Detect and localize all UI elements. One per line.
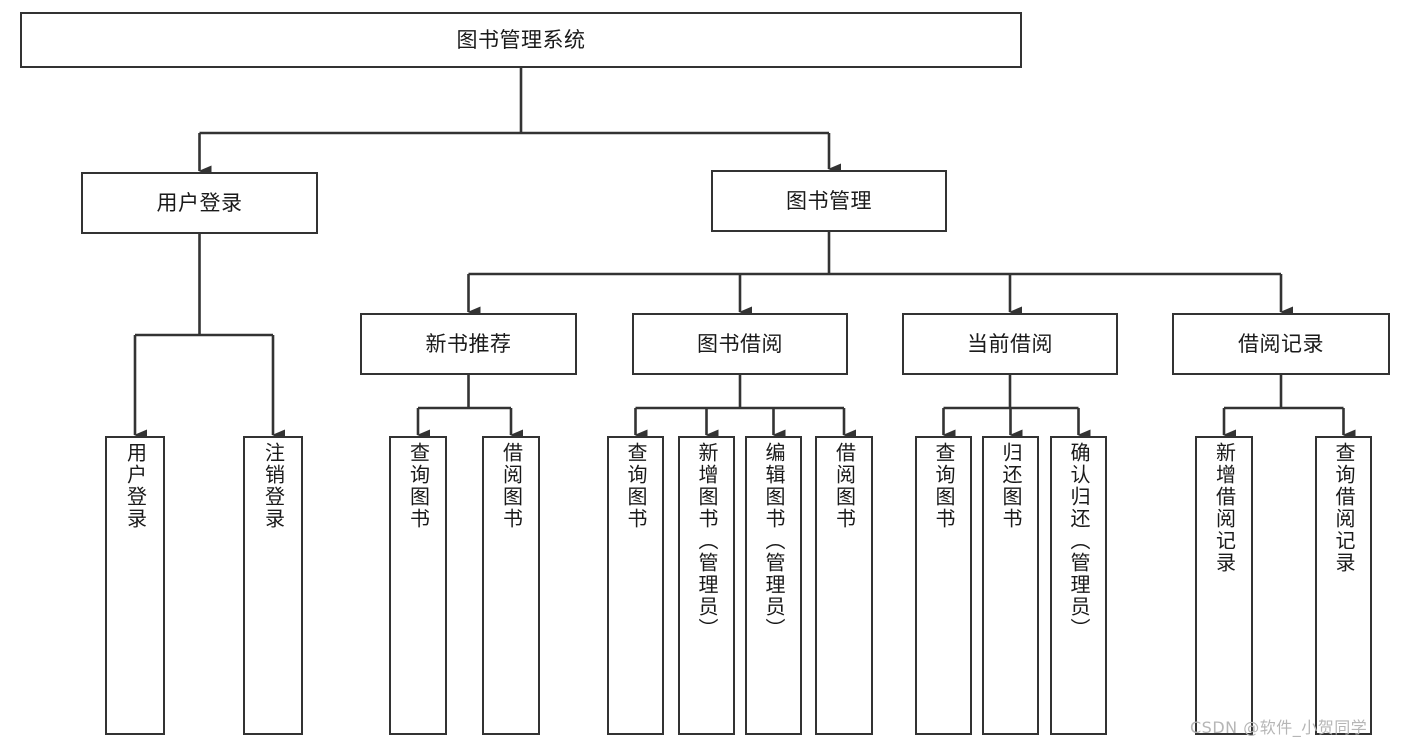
node-label-leaf-edit-book: 编辑图书（管理员） — [762, 442, 786, 640]
node-leaf-edit-book: 编辑图书（管理员） — [745, 436, 802, 735]
node-root: 图书管理系统 — [20, 12, 1022, 68]
node-label-current-borrow: 当前借阅 — [967, 331, 1053, 356]
node-current-borrow: 当前借阅 — [902, 313, 1118, 375]
node-new-book-recommend: 新书推荐 — [360, 313, 577, 375]
node-label-leaf-query-book-1: 查询图书 — [406, 442, 431, 530]
node-label-leaf-query-book-3: 查询图书 — [932, 442, 956, 530]
node-label-leaf-add-record: 新增借阅记录 — [1212, 442, 1237, 574]
node-label-leaf-borrow-book-1: 借阅图书 — [499, 442, 524, 530]
node-user-login: 用户登录 — [81, 172, 318, 234]
node-label-borrow-record: 借阅记录 — [1238, 331, 1324, 356]
node-leaf-query-book-3: 查询图书 — [915, 436, 972, 735]
node-label-leaf-query-record: 查询借阅记录 — [1332, 442, 1356, 574]
node-label-leaf-user-login: 用户登录 — [123, 442, 148, 530]
csdn-watermark: CSDN @软件_小贺同学 — [1190, 718, 1368, 737]
node-label-root: 图书管理系统 — [456, 27, 586, 52]
node-leaf-query-book-1: 查询图书 — [389, 436, 447, 735]
node-label-book-manage: 图书管理 — [786, 188, 872, 213]
node-leaf-borrow-book-1: 借阅图书 — [482, 436, 540, 735]
node-label-user-login: 用户登录 — [156, 190, 243, 215]
node-borrow-record: 借阅记录 — [1172, 313, 1390, 375]
node-leaf-user-login: 用户登录 — [105, 436, 165, 735]
node-leaf-confirm-return: 确认归还（管理员） — [1050, 436, 1107, 735]
node-label-leaf-return-book: 归还图书 — [999, 442, 1023, 530]
node-book-manage: 图书管理 — [711, 170, 947, 232]
node-label-new-book-recommend: 新书推荐 — [425, 331, 512, 356]
node-leaf-add-book: 新增图书（管理员） — [678, 436, 735, 735]
node-leaf-query-book-2: 查询图书 — [607, 436, 664, 735]
node-leaf-add-record: 新增借阅记录 — [1195, 436, 1253, 735]
node-label-leaf-borrow-book-2: 借阅图书 — [832, 442, 857, 530]
node-label-leaf-user-logout: 注销登录 — [261, 442, 286, 530]
node-leaf-user-logout: 注销登录 — [243, 436, 303, 735]
node-label-leaf-confirm-return: 确认归还（管理员） — [1067, 442, 1091, 640]
node-label-leaf-add-book: 新增图书（管理员） — [695, 442, 719, 640]
node-label-book-borrow: 图书借阅 — [697, 331, 783, 356]
node-leaf-return-book: 归还图书 — [982, 436, 1039, 735]
node-book-borrow: 图书借阅 — [632, 313, 848, 375]
node-label-leaf-query-book-2: 查询图书 — [624, 442, 648, 530]
node-leaf-borrow-book-2: 借阅图书 — [815, 436, 873, 735]
node-leaf-query-record: 查询借阅记录 — [1315, 436, 1372, 735]
